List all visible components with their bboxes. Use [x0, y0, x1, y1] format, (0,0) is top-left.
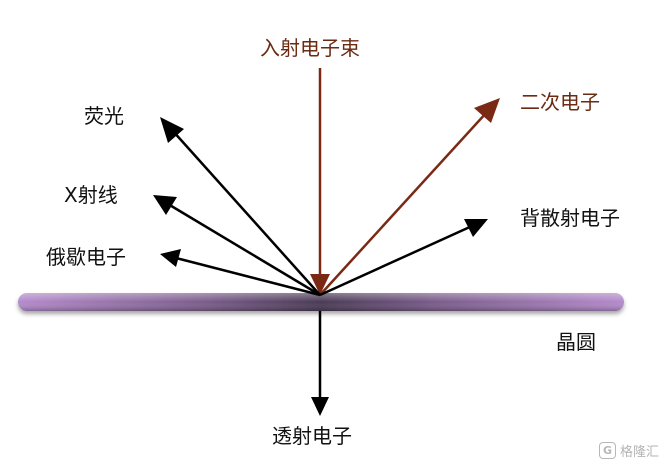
xray-arrow	[153, 195, 321, 297]
wafer-label: 晶圆	[556, 330, 596, 354]
backscattered-electrons-label: 背散射电子	[520, 206, 620, 230]
auger-electron-arrow	[160, 249, 321, 297]
transmitted-electron-arrow	[311, 311, 329, 416]
backscatter-arrow	[319, 219, 488, 297]
auger-electrons-label: 俄歇电子	[46, 245, 126, 269]
watermark-text: 格隆汇	[619, 445, 659, 460]
secondary-electrons-label: 二次电子	[520, 90, 600, 114]
watermark-logo-icon: G	[598, 442, 616, 459]
fluorescence-arrow	[160, 117, 321, 296]
transmitted-electrons-label: 透射电子	[272, 424, 352, 448]
fluorescence-label: 荧光	[84, 104, 124, 128]
watermark: G 格隆汇	[598, 441, 659, 460]
wafer	[18, 293, 624, 311]
xray-label: X射线	[64, 183, 118, 207]
incident-beam-label: 入射电子束	[260, 36, 360, 60]
secondary-electron-arrow	[319, 98, 500, 296]
incident-beam-arrow	[310, 68, 330, 295]
